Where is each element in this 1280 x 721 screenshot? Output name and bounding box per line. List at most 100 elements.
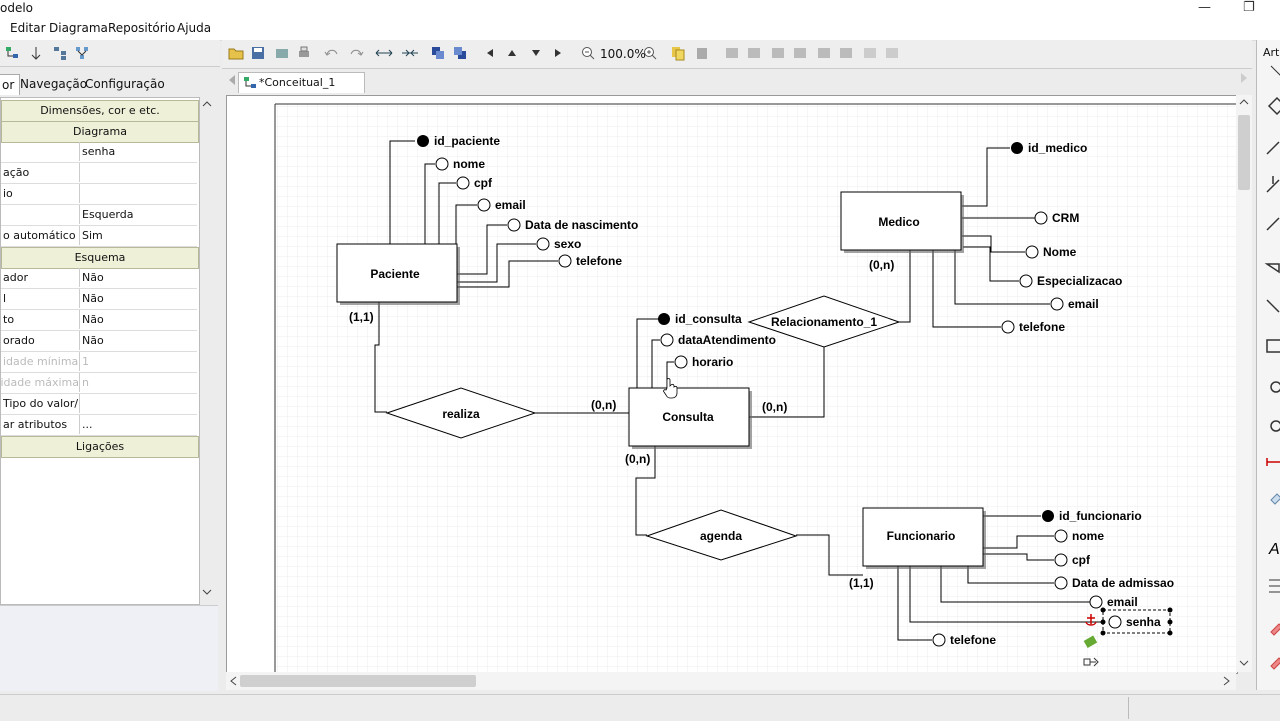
attribute[interactable]: nome xyxy=(435,157,485,171)
redo-icon[interactable] xyxy=(346,43,366,63)
attribute[interactable]: Especializacao xyxy=(1019,274,1122,288)
entity-consulta[interactable]: Consulta xyxy=(628,387,752,449)
hierarchy-icon[interactable] xyxy=(50,43,70,63)
attribute[interactable]: email xyxy=(477,198,526,212)
restore-button[interactable]: ❐ xyxy=(1243,0,1255,15)
tab-conceitual[interactable]: *Conceitual_1 xyxy=(238,72,365,93)
align-middle-icon[interactable] xyxy=(814,43,834,63)
tab-configuracao[interactable]: Configuração xyxy=(85,77,165,91)
property-value[interactable] xyxy=(79,163,198,182)
tab-navegacao[interactable]: Navegação xyxy=(20,77,88,91)
property-value[interactable]: Não xyxy=(79,268,198,287)
property-value[interactable]: Esquerda xyxy=(79,205,198,224)
up-icon[interactable] xyxy=(502,43,522,63)
down-icon[interactable] xyxy=(526,43,546,63)
attribute[interactable]: email xyxy=(1089,595,1138,609)
attribute[interactable]: dataAtendimento xyxy=(660,333,776,347)
group-diagrama[interactable]: Diagrama xyxy=(1,121,199,143)
diagram-canvas[interactable]: Paciente Medico Consulta Funcionario rea… xyxy=(226,95,1238,674)
paste-icon[interactable] xyxy=(692,43,712,63)
first-icon[interactable] xyxy=(480,43,500,63)
property-row[interactable]: /Tipo do valor xyxy=(1,394,197,415)
property-row[interactable]: io xyxy=(1,184,197,205)
relationship-realiza[interactable]: realiza xyxy=(385,387,537,439)
attribute[interactable]: Data de admissao xyxy=(1054,576,1174,590)
zoom-in-icon[interactable] xyxy=(640,43,660,63)
relationship-agenda[interactable]: agenda xyxy=(645,509,798,561)
bring-front-icon[interactable] xyxy=(428,43,448,63)
network-icon[interactable] xyxy=(72,43,92,63)
connect-icon[interactable] xyxy=(1083,657,1099,667)
align-bottom-icon[interactable] xyxy=(836,43,856,63)
tabs-left-arrow-icon[interactable] xyxy=(228,74,236,89)
print-icon[interactable] xyxy=(294,43,314,63)
copy-icon[interactable] xyxy=(668,43,688,63)
property-value[interactable]: Não xyxy=(79,289,198,308)
attribute-key[interactable]: id_paciente xyxy=(417,134,500,148)
group-ligacoes[interactable]: Ligações xyxy=(1,436,199,458)
minimize-button[interactable]: — xyxy=(1198,0,1211,15)
attribute-selected[interactable]: senha xyxy=(1100,607,1173,636)
property-value[interactable]: senha xyxy=(79,142,198,161)
menu-editar[interactable]: Editar xyxy=(10,21,46,35)
align-center-icon[interactable] xyxy=(744,43,764,63)
tab-editor[interactable]: or xyxy=(0,74,21,95)
property-value[interactable]: Sim xyxy=(79,226,198,245)
attribute[interactable]: nome xyxy=(1054,529,1104,543)
palette-icons[interactable]: A xyxy=(1257,64,1280,684)
attribute[interactable]: Nome xyxy=(1025,245,1077,259)
align-top-icon[interactable] xyxy=(790,43,810,63)
attribute[interactable]: CRM xyxy=(1034,211,1079,225)
property-value[interactable] xyxy=(79,184,198,203)
align-right-icon[interactable] xyxy=(768,43,788,63)
sort-icon[interactable] xyxy=(26,43,46,63)
menu-ajuda[interactable]: Ajuda xyxy=(177,21,212,35)
property-row[interactable]: ação xyxy=(1,163,197,184)
property-row[interactable]: senha xyxy=(1,142,197,163)
tree-icon[interactable] xyxy=(2,43,22,63)
attribute[interactable]: telefone xyxy=(558,254,622,268)
send-back-icon[interactable] xyxy=(450,43,470,63)
attribute[interactable]: horario xyxy=(674,355,733,369)
attribute[interactable]: sexo xyxy=(536,237,581,251)
anchor-icon[interactable] xyxy=(1085,614,1097,626)
save-all-icon[interactable] xyxy=(272,43,292,63)
attribute[interactable]: cpf xyxy=(1054,553,1091,567)
properties-scrollbar[interactable] xyxy=(199,97,215,603)
property-value[interactable]: Não xyxy=(79,310,198,329)
compact-icon[interactable] xyxy=(400,43,420,63)
spread-icon[interactable] xyxy=(374,43,394,63)
tabs-right-arrow-icon[interactable] xyxy=(1240,72,1248,87)
property-row[interactable]: Esquerda xyxy=(1,205,197,226)
canvas-horizontal-scrollbar[interactable] xyxy=(226,672,1236,690)
attribute-key[interactable]: id_consulta xyxy=(658,312,742,326)
group-dimensoes[interactable]: Dimensões, cor e etc. xyxy=(1,100,199,122)
attribute-key[interactable]: id_funcionario xyxy=(1042,509,1142,523)
undo-icon[interactable] xyxy=(322,43,342,63)
attribute[interactable]: cpf xyxy=(456,176,493,190)
last-icon[interactable] xyxy=(548,43,568,63)
relationship-relacionamento-1[interactable]: Relacionamento_1 xyxy=(747,295,901,348)
attribute[interactable]: email xyxy=(1050,297,1099,311)
group-esquema[interactable]: Esquema xyxy=(1,247,199,269)
property-row[interactable]: ar atributos... xyxy=(1,415,197,436)
property-value[interactable]: ... xyxy=(79,415,198,434)
same-width-icon[interactable] xyxy=(860,43,880,63)
attribute[interactable]: telefone xyxy=(932,633,996,647)
property-value[interactable]: Não xyxy=(79,331,198,350)
entity-paciente[interactable]: Paciente xyxy=(336,243,460,305)
open-icon[interactable] xyxy=(226,43,246,63)
menu-diagrama[interactable]: Diagrama xyxy=(49,21,108,35)
attribute-key[interactable]: id_medico xyxy=(1011,141,1087,155)
menu-repositorio[interactable]: Repositório xyxy=(108,21,176,35)
save-icon[interactable] xyxy=(248,43,268,63)
eraser-icon[interactable] xyxy=(1083,635,1098,648)
attribute[interactable]: Data de nascimento xyxy=(507,218,638,232)
canvas-vertical-scrollbar[interactable] xyxy=(1236,95,1252,672)
zoom-out-icon[interactable] xyxy=(578,43,598,63)
property-value[interactable] xyxy=(79,394,198,413)
